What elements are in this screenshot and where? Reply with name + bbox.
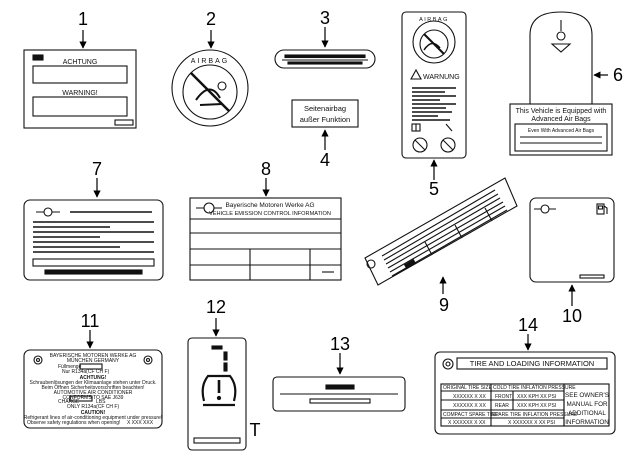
label-11-line-2: MÜNCHEN GERMANY bbox=[67, 357, 120, 364]
label-6-line-3: Even With Advanced Air Bags bbox=[528, 128, 595, 134]
label-14-h2: COLD TIRE INFLATION PRESSURE bbox=[493, 385, 576, 391]
label-12-tire-pressure-icon bbox=[201, 374, 237, 407]
label-4-line-2: außer Funktion bbox=[300, 115, 350, 124]
callout-10: 10 bbox=[562, 306, 582, 326]
label-14-side-3: ADDITIONAL bbox=[568, 410, 606, 417]
label-11-line-1: BAYERISCHE MOTOREN WERKE AG bbox=[50, 353, 137, 359]
label-14-h1: ORIGINAL TIRE SIZE bbox=[443, 385, 493, 391]
label-14-tire-loading-plate bbox=[434, 351, 616, 435]
label-5-airbag-text: AIRBAG bbox=[419, 17, 449, 23]
label-14-h4: SPARE TIRE INFLATION PRESSURE bbox=[492, 412, 578, 418]
callout-numbers: 1 2 3 4 5 6 7 8 9 10 11 12 13 14 T bbox=[78, 8, 623, 440]
label-11-line-10: CHARGE bbox=[58, 399, 80, 405]
label-11-line-12: ONLY R134a(CF CH F) bbox=[67, 404, 120, 410]
callout-12: 12 bbox=[206, 297, 226, 317]
label-2-airbag-text: AIRBAG bbox=[191, 58, 229, 65]
callout-5: 5 bbox=[429, 179, 439, 199]
callout-7: 7 bbox=[92, 159, 102, 179]
label-14-r3c2: X XXXXXX X XX PSI bbox=[508, 420, 555, 426]
label-7-logo-icon bbox=[36, 207, 60, 217]
label-7-data-plate bbox=[23, 199, 164, 281]
label-10-fuel-label bbox=[529, 197, 615, 283]
label-12-tpms-card bbox=[187, 337, 247, 451]
callout-t: T bbox=[250, 420, 261, 440]
label-4-line-1: Seitenairbag bbox=[304, 104, 346, 113]
label-6-hang-tag bbox=[509, 11, 613, 156]
label-11-line-6: Schraubenlösungen der Klimaanlage stehen… bbox=[29, 380, 156, 386]
label-11-line-14: Refrigerant lines of air-conditioning eq… bbox=[24, 415, 162, 421]
callout-3: 3 bbox=[320, 8, 330, 28]
callout-14: 14 bbox=[518, 315, 538, 335]
callout-9: 9 bbox=[439, 295, 449, 315]
label-10-logo-icon bbox=[534, 204, 556, 214]
label-14-r1c1: XXXXXX X XX bbox=[453, 394, 486, 400]
label-8-logo-icon bbox=[196, 202, 222, 214]
label-14-r3c1: X XXXXXX X XX bbox=[448, 420, 486, 426]
label-14-r1c3: XXX KPH XX PSI bbox=[517, 394, 556, 400]
label-11-line-15: Observe safety regulations when opening! bbox=[27, 420, 120, 426]
label-11-line-11: LBS bbox=[96, 399, 106, 405]
label-14-side-4: INFORMATION bbox=[565, 419, 609, 426]
label-11-line-4: Nur R134a(CF CH F) bbox=[62, 369, 110, 375]
label-5-airbag-warning-card bbox=[401, 11, 467, 159]
label-4-side-airbag-box bbox=[291, 99, 359, 128]
label-11-line-8: AUTOMOTIVE AIR CONDITIONER bbox=[54, 390, 133, 396]
label-14-r2c2: REAR bbox=[495, 403, 509, 409]
label-1-achtung-text: ACHTUNG bbox=[63, 59, 98, 66]
callout-1: 1 bbox=[78, 9, 88, 29]
label-5-warnung-text: WARNUNG bbox=[423, 74, 460, 81]
callout-2: 2 bbox=[206, 9, 216, 29]
label-11-line-5: ACHTUNG! bbox=[80, 375, 107, 381]
callout-11: 11 bbox=[81, 311, 100, 331]
label-14-side-2: MANUAL FOR bbox=[566, 401, 608, 408]
label-10-fuel-pump-icon bbox=[596, 203, 608, 215]
label-11-logo-right-icon bbox=[143, 355, 153, 365]
label-14-r2c1: XXXXXX X XX bbox=[453, 403, 486, 409]
callout-13: 13 bbox=[330, 334, 350, 354]
label-8-line-2: VEHICLE EMISSION CONTROL INFORMATION bbox=[209, 211, 331, 217]
label-14-r2c3: XXX KPH XX PSI bbox=[517, 403, 556, 409]
label-1-warning-plate bbox=[23, 49, 137, 129]
label-6-line-1: This Vehicle is Equipped with bbox=[516, 108, 607, 115]
label-3-strip bbox=[274, 49, 376, 69]
callout-6: 6 bbox=[613, 65, 623, 85]
label-14-r1c2: FRONT bbox=[495, 394, 512, 400]
label-11-line-3: Füllmenge bbox=[58, 364, 82, 370]
callout-4: 4 bbox=[320, 150, 330, 170]
label-14-h3: COMPACT SPARE TIRE bbox=[443, 412, 499, 418]
label-2-airbag-disc bbox=[171, 49, 249, 127]
label-8-line-1: Bayerische Motoren Werke AG bbox=[225, 202, 314, 209]
label-11-line-9: CONFORMS TO SAE J639 bbox=[63, 395, 124, 401]
label-11-line-7: Beim Öffnen Sicherheitsvorschriften beac… bbox=[41, 384, 144, 391]
label-13-strip bbox=[272, 376, 406, 412]
label-1-warning-text: WARNING! bbox=[62, 90, 98, 97]
callout-8: 8 bbox=[261, 159, 271, 179]
label-14-side-1: SEE OWNER'S bbox=[565, 392, 609, 399]
label-11-line-13: CAUTION! bbox=[81, 410, 106, 416]
label-14-title: TIRE AND LOADING INFORMATION bbox=[470, 359, 594, 368]
label-11-line-16: X XXX XXX bbox=[127, 420, 154, 426]
label-11-ac-label bbox=[23, 349, 163, 429]
label-8-emission-plate bbox=[189, 197, 342, 281]
label-6-line-2: Advanced Air Bags bbox=[531, 116, 591, 123]
label-11-logo-left-icon bbox=[33, 355, 43, 365]
label-9-slanted-tire-plate bbox=[364, 177, 518, 286]
leader-arrows bbox=[79, 27, 608, 375]
